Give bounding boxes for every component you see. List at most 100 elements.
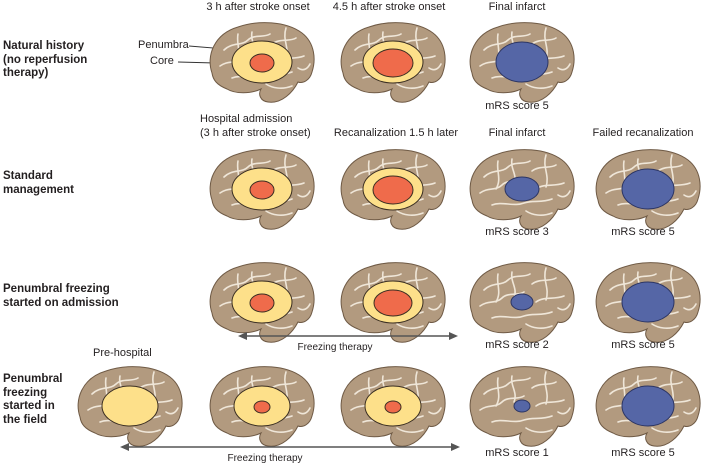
header-final-infarct-1: Final infarct <box>488 1 546 13</box>
gyrus-line <box>297 303 311 311</box>
mrs-label-row1-final: mRS score 5 <box>485 100 549 112</box>
brain-r1-final <box>469 22 575 103</box>
core-region <box>384 400 402 414</box>
infarct-region <box>621 281 675 323</box>
row-label-freezing-in-field: Penumbral freezing started in the field <box>3 373 63 426</box>
core-region <box>372 48 414 78</box>
freezing-therapy-arrow-row3: Freezing therapy <box>238 332 458 354</box>
gyrus-line <box>651 427 679 433</box>
header-final-infarct-2: Final infarct <box>488 127 546 139</box>
mrs-label-row3-final: mRS score 2 <box>485 339 549 351</box>
gyrus-line <box>525 323 553 329</box>
brain-r1-4-5h <box>340 22 446 103</box>
core-region <box>249 53 275 73</box>
mrs-label-row4-final: mRS score 1 <box>485 447 549 459</box>
gyrus-line <box>91 377 139 395</box>
gyrus-line <box>479 395 525 411</box>
header-4-5h-after-onset: 4.5 h after stroke onset <box>332 1 446 13</box>
header-hospital-admission-time: (3 h after stroke onset) <box>200 127 311 139</box>
gyrus-line <box>651 210 679 216</box>
brain-r4-failed <box>595 366 701 447</box>
gyrus-line <box>265 323 293 329</box>
header-failed-recanalization: Failed recanalization <box>592 127 694 139</box>
gyrus-line <box>428 303 442 311</box>
row-label-freezing-on-admission: Penumbral freezing started on admission <box>3 283 119 309</box>
gyrus-line <box>297 63 311 71</box>
gyrus-line <box>651 323 679 329</box>
gyrus-line <box>483 273 531 291</box>
gyrus-line <box>428 407 442 415</box>
freezing-therapy-label-row3: Freezing therapy <box>297 342 373 353</box>
gyrus-line <box>683 190 697 198</box>
gyrus-line <box>683 303 697 311</box>
brain-r4-late <box>340 366 446 447</box>
gyrus-line <box>223 33 271 51</box>
gyrus-line <box>354 33 402 51</box>
gyrus-line <box>544 267 548 301</box>
row-label-natural-history: Natural history (no reperfusion therapy) <box>3 40 88 79</box>
gyrus-line <box>491 311 553 319</box>
gyrus-line <box>428 63 442 71</box>
brain-r3-admission <box>209 262 315 343</box>
gyrus-line <box>223 160 271 178</box>
gyrus-line <box>609 273 657 291</box>
gyrus-line <box>609 160 657 178</box>
gyrus-line <box>428 190 442 198</box>
gyrus-line <box>483 377 531 395</box>
infarct-region <box>513 399 531 413</box>
gyrus-line <box>354 160 402 178</box>
gyrus-line <box>297 407 311 415</box>
brain-r4-mid <box>209 366 315 447</box>
header-hospital-admission: Hospital admission <box>200 113 293 125</box>
brain-r3-final <box>469 262 575 343</box>
gyrus-line <box>525 210 553 216</box>
brain-r4-final <box>469 366 575 447</box>
row-label-standard-management: Standard management <box>3 170 74 196</box>
core-region <box>253 400 271 414</box>
gyrus-line <box>265 210 293 216</box>
infarct-region <box>510 293 534 311</box>
penumbra-region <box>101 385 159 427</box>
gyrus-line <box>544 154 548 188</box>
penumbra-callout-label: Penumbra <box>138 39 189 51</box>
infarct-region <box>621 385 675 427</box>
gyrus-line <box>557 407 571 415</box>
gyrus-line <box>495 160 500 190</box>
header-recanalization: Recanalization 1.5 h later <box>333 127 459 139</box>
gyrus-line <box>525 427 553 433</box>
freezing-therapy-arrow-row4: Freezing therapy <box>120 443 460 465</box>
brain-r3-failed <box>595 262 701 343</box>
gyrus-line <box>525 83 553 89</box>
brain-r2-failed <box>595 149 701 230</box>
infarct-region <box>495 41 549 83</box>
gyrus-line <box>396 210 424 216</box>
gyrus-line <box>265 83 293 89</box>
gyrus-line <box>557 190 571 198</box>
freezing-therapy-label-row4: Freezing therapy <box>227 453 303 464</box>
brain-r2-final <box>469 149 575 230</box>
gyrus-line <box>491 198 553 206</box>
gyrus-line <box>479 291 525 307</box>
gyrus-line <box>535 295 565 303</box>
gyrus-line <box>535 399 565 407</box>
gyrus-line <box>354 377 402 395</box>
core-region <box>249 180 275 200</box>
gyrus-line <box>495 377 500 407</box>
core-region <box>372 175 414 205</box>
gyrus-line <box>133 427 161 433</box>
infarct-region <box>504 176 540 202</box>
gyrus-line <box>396 83 424 89</box>
gyrus-line <box>483 33 531 51</box>
gyrus-line <box>609 377 657 395</box>
gyrus-line <box>396 323 424 329</box>
brain-r2-recanalization <box>340 149 446 230</box>
gyrus-line <box>495 273 500 303</box>
infarct-region <box>621 168 675 210</box>
brain-r3-recanalization <box>340 262 446 343</box>
core-region <box>249 293 275 313</box>
gyrus-line <box>223 377 271 395</box>
mrs-label-row3-failed: mRS score 5 <box>611 339 675 351</box>
header-3h-after-onset: 3 h after stroke onset <box>206 1 310 13</box>
core-callout-label: Core <box>150 55 174 67</box>
brain-r1-3h <box>209 22 315 103</box>
